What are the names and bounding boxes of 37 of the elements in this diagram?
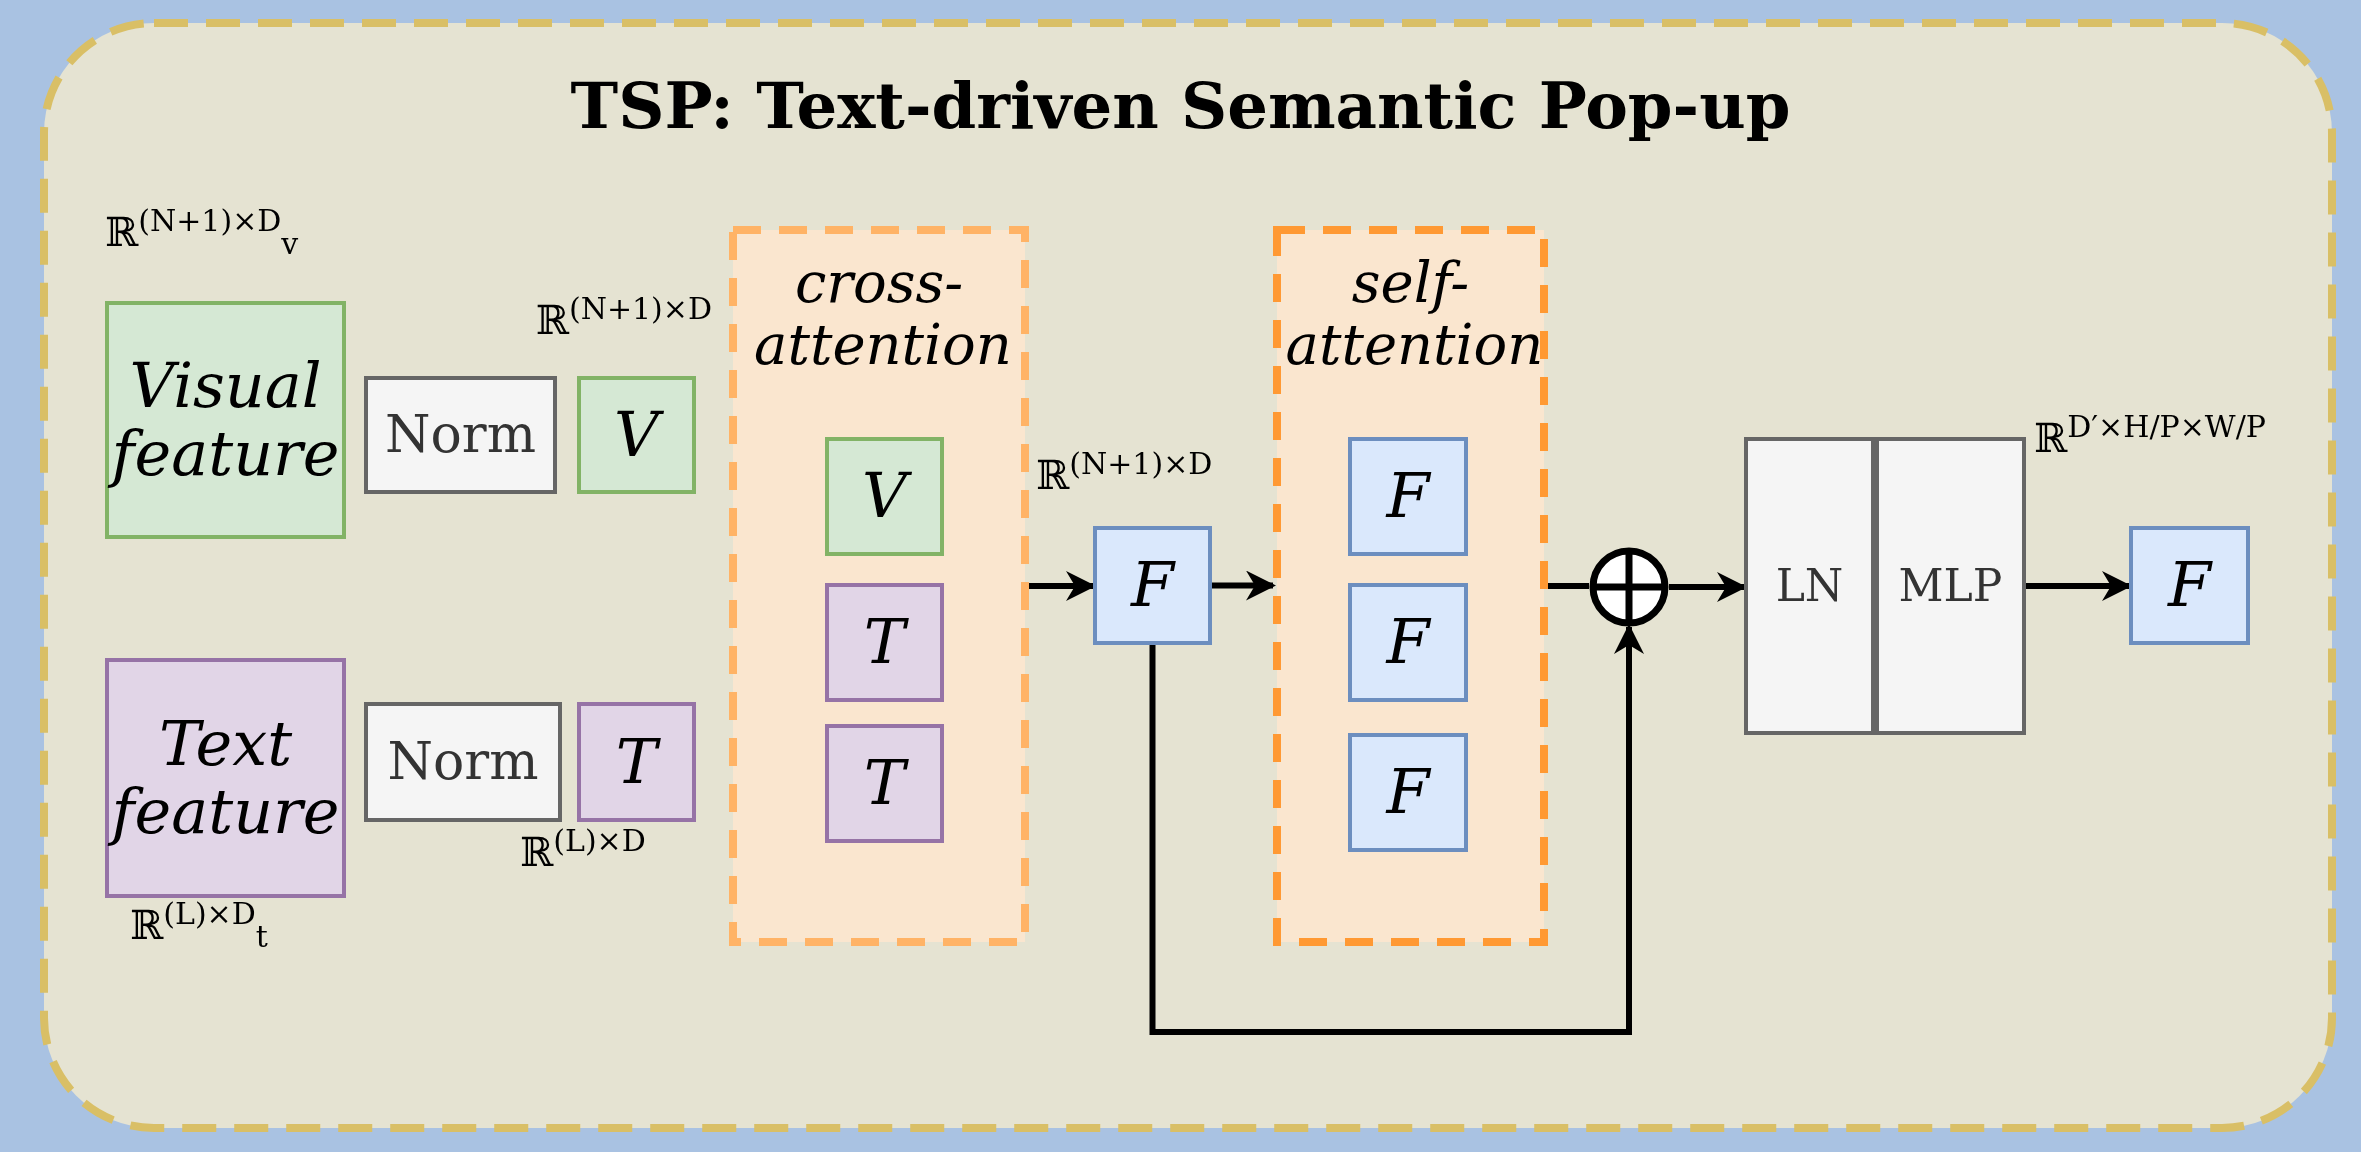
node-label: Norm (384, 406, 537, 464)
node-label: MLP (1897, 561, 2004, 611)
node-label: F (1129, 551, 1177, 620)
norm-box (364, 376, 557, 494)
node-label: LN (1774, 561, 1845, 611)
feature-box (1348, 733, 1468, 852)
feature-box (825, 724, 944, 843)
node-label: T (611, 727, 662, 797)
node-label: Norm (386, 733, 540, 791)
node-label: F (1384, 758, 1433, 827)
node-label: F (2166, 551, 2214, 620)
layer-box (1744, 437, 1875, 735)
node-label: T (859, 749, 910, 818)
node-label: T (859, 608, 910, 677)
feature-box (577, 702, 696, 822)
feature-box (105, 301, 346, 539)
feature-box (825, 583, 944, 702)
layer-box (1875, 437, 2026, 735)
node-label: V (858, 462, 911, 531)
feature-box (825, 437, 944, 556)
node-label: Text feature (107, 709, 344, 847)
feature-box (105, 658, 346, 898)
feature-box (1348, 583, 1468, 702)
node-label: V (610, 400, 663, 470)
node-label: F (1384, 608, 1433, 677)
attention-panel (729, 226, 1029, 946)
feature-box (577, 376, 696, 494)
feature-box (1348, 437, 1468, 556)
arrow (1029, 571, 1096, 601)
node-label: Visual feature (107, 351, 344, 489)
attention-panel (1273, 226, 1548, 946)
arrow (1212, 570, 1276, 601)
feature-box (2129, 526, 2250, 645)
arrow (1149, 624, 1644, 1035)
feature-box (1093, 526, 1212, 645)
node-label: F (1384, 462, 1433, 531)
norm-box (364, 702, 562, 822)
